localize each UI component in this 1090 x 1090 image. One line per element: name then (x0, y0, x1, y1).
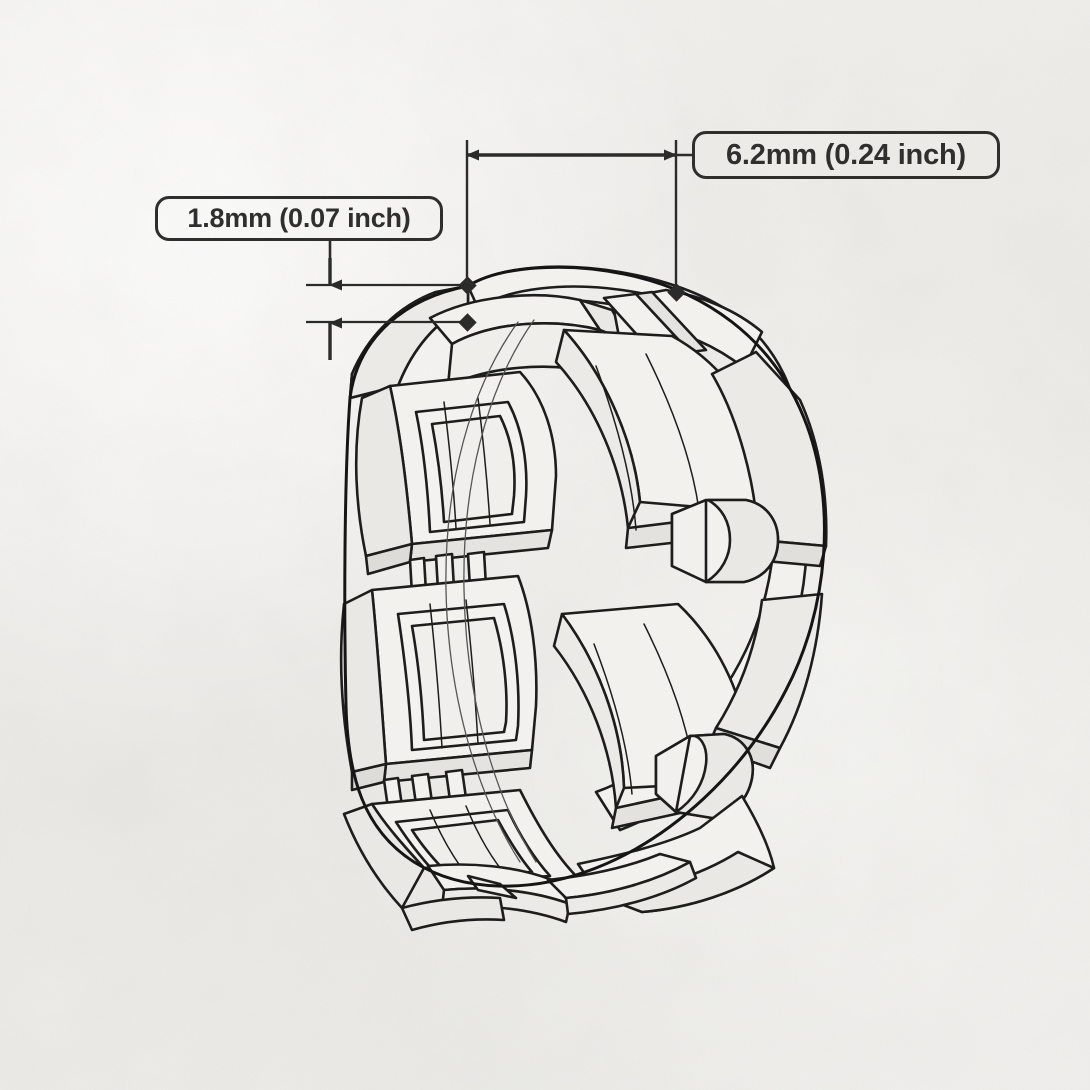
height-dimension-label: 1.8mm (0.07 inch) (155, 196, 443, 241)
width-point-marker-right (667, 283, 686, 302)
link-segment-upper-left (354, 370, 558, 576)
ring-interior-hidden-curve (445, 319, 537, 863)
ring-body (339, 265, 828, 932)
ring-outer-silhouette (343, 265, 826, 888)
width-dimension-annotation (458, 140, 694, 302)
height-point-marker-bottom (458, 313, 477, 332)
width-dimension-label: 6.2mm (0.24 inch) (692, 131, 1000, 179)
link-segment-middle-left (339, 574, 538, 792)
link-rivet-upper-right (670, 498, 780, 584)
link-segment-bottom-right (546, 794, 776, 916)
height-dimension-annotation (306, 241, 477, 360)
